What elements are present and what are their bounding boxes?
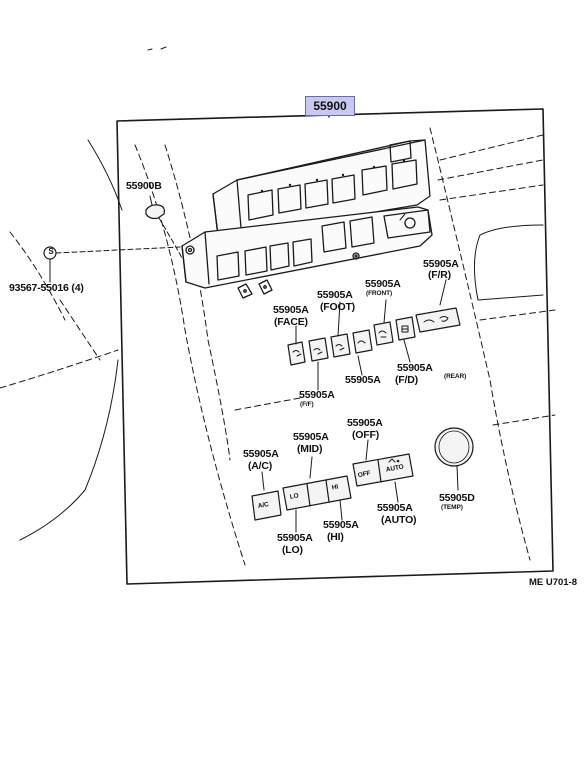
auto-name-label: (AUTO) — [381, 514, 417, 526]
hi-name-label: (HI) — [327, 531, 344, 543]
off-number-label[interactable]: 55905A — [347, 417, 383, 429]
rear-number-label[interactable]: 55905A — [397, 362, 433, 374]
part-55900B-label[interactable]: 55900B — [126, 180, 162, 192]
a-c-number-label[interactable]: 55905A — [243, 448, 279, 460]
lo-number-label[interactable]: 55905A — [277, 532, 313, 544]
auto-number-label[interactable]: 55905A — [377, 502, 413, 514]
figure-reference: ME U701-8 — [528, 577, 577, 588]
leader-lines — [261, 279, 459, 533]
lower-switch-rows — [251, 453, 414, 521]
console-outline-solid — [473, 224, 544, 301]
mid-number-label[interactable]: 55905A — [293, 431, 329, 443]
upper-switch-row — [287, 307, 461, 366]
dashboard-edge-lines — [0, 139, 123, 541]
f-f-number-label[interactable]: 55905A — [299, 389, 335, 401]
foot-name-label: (FOOT) — [320, 301, 355, 313]
rear-name-label: (REAR) — [444, 373, 467, 380]
face-name-label: (FACE) — [274, 316, 308, 328]
control-assembly — [181, 139, 433, 299]
f-d-number-label[interactable]: 55905A — [345, 374, 381, 386]
frame-border — [116, 108, 554, 585]
temp-knob — [434, 427, 474, 467]
front-number-label[interactable]: 55905A — [365, 278, 401, 290]
clip-55900B — [145, 195, 183, 259]
screw-symbol-label: S — [48, 247, 54, 256]
off-name-label: (OFF) — [352, 429, 379, 441]
hi-button-legend: HI — [331, 483, 339, 492]
lo-name-label: (LO) — [282, 544, 303, 556]
main-part-number-badge[interactable]: 55900 — [305, 96, 355, 116]
face-number-label[interactable]: 55905A — [273, 304, 309, 316]
temp-number-label[interactable]: 55905D — [439, 492, 475, 504]
temp-name-label: (TEMP) — [441, 504, 463, 511]
front-name-label: (FRONT) — [366, 290, 393, 297]
f-d-name-label: (F/D) — [395, 374, 418, 386]
console-outline — [134, 127, 556, 566]
f-r-number-label[interactable]: 55905A — [423, 258, 459, 270]
f-r-name-label: (F/R) — [428, 269, 451, 281]
foot-number-label[interactable]: 55905A — [317, 289, 353, 301]
mid-name-label: (MID) — [297, 443, 323, 455]
f-f-name-label: (F/F) — [300, 401, 314, 408]
a-c-name-label: (A/C) — [248, 460, 273, 472]
hi-number-label[interactable]: 55905A — [323, 519, 359, 531]
screw-part-label[interactable]: 93567-55016 (4) — [9, 282, 84, 294]
